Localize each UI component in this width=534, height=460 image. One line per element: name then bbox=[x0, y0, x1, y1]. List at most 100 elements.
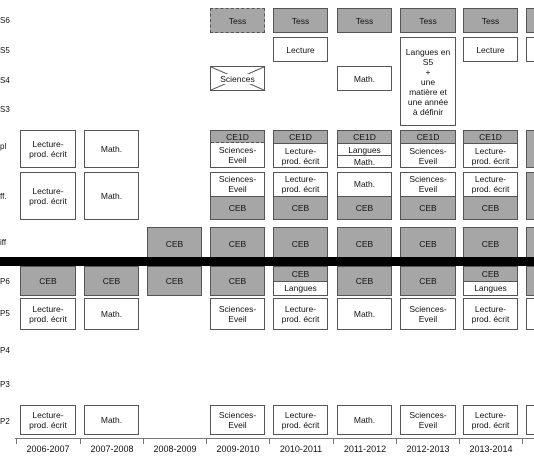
year-label-2013: 2013-2014 bbox=[469, 444, 513, 454]
cell-lecture-ceb: Lecture- prod. écrit CEB bbox=[273, 172, 328, 220]
axis-tick bbox=[459, 438, 460, 444]
year-label-2008: 2008-2009 bbox=[153, 444, 197, 454]
cell-ceb: CEB bbox=[210, 266, 265, 296]
axis-tick bbox=[396, 438, 397, 444]
cell-tess-cropped bbox=[526, 8, 534, 33]
row-label-s6: S6 bbox=[0, 16, 10, 25]
year-label-2010: 2010-2011 bbox=[279, 444, 323, 454]
cell-lecture-prod: Lecture- prod. écrit bbox=[273, 405, 328, 435]
axis-tick bbox=[206, 438, 207, 444]
row-label-s4: S4 bbox=[0, 76, 10, 85]
cell-cropped bbox=[526, 130, 534, 168]
cell-cropped bbox=[526, 405, 534, 435]
cell-cropped bbox=[526, 227, 534, 260]
axis-tick bbox=[16, 438, 17, 444]
cell-tess: Tess bbox=[337, 8, 392, 33]
ceb-label: CEB bbox=[211, 195, 264, 219]
cell-lecture: Lecture bbox=[273, 37, 328, 62]
cell-lecture-prod: Lecture- prod. écrit bbox=[463, 405, 518, 435]
year-label-2012: 2012-2013 bbox=[406, 444, 450, 454]
cell-sciences-eveil: Sciences- Eveil bbox=[210, 405, 265, 435]
cell-lecture-prod: Lecture- prod. écrit bbox=[463, 298, 518, 330]
cell-sciences-ceb: Sciences- Eveil CEB bbox=[210, 172, 265, 220]
ce1d-label: CE1D bbox=[401, 131, 455, 143]
cell-ce1d-sciences: CE1D Sciences- Eveil bbox=[400, 130, 456, 168]
cell-math: Math. bbox=[84, 298, 139, 330]
cell-cropped bbox=[526, 172, 534, 220]
row-label-ff: ff. bbox=[0, 192, 7, 201]
cell-sciences-eveil: Sciences- Eveil bbox=[210, 298, 265, 330]
row-label-s5: S5 bbox=[0, 46, 10, 55]
ce1d-label: CE1D bbox=[338, 131, 391, 143]
cell-ceb-langues: CEB Langues bbox=[463, 266, 518, 296]
cell-tess: Tess bbox=[210, 8, 265, 33]
row-label-s3: S3 bbox=[0, 105, 10, 114]
cell-lecture-prod: Lecture- prod. écrit bbox=[20, 298, 76, 330]
cell-ceb: CEB bbox=[84, 266, 139, 296]
axis-tick bbox=[333, 438, 334, 444]
cell-math: Math. bbox=[337, 66, 392, 91]
cell-math-ceb: Math. CEB bbox=[337, 172, 392, 220]
year-label-2009: 2009-2010 bbox=[216, 444, 260, 454]
cell-tess: Tess bbox=[400, 8, 456, 33]
math-label: Math. bbox=[353, 179, 376, 190]
cell-ce1d-lecture: CE1D Lecture- prod. écrit bbox=[463, 130, 518, 168]
cell-cropped bbox=[526, 266, 534, 296]
cell-lecture-ceb: Lecture- prod. écrit CEB bbox=[463, 172, 518, 220]
year-label-2011: 2011-2012 bbox=[343, 444, 387, 454]
year-axis-line bbox=[15, 438, 534, 439]
lecture-prod-label: Lecture- prod. écrit bbox=[471, 174, 510, 195]
cell-math: Math. bbox=[337, 298, 392, 330]
row-label-p2: P2 bbox=[0, 417, 10, 426]
cell-cropped bbox=[526, 37, 534, 62]
lecture-prod-label: Lecture- prod. écrit bbox=[464, 143, 517, 167]
sciences-eveil-label: Sciences- Eveil bbox=[218, 145, 257, 165]
cell-ceb: CEB bbox=[147, 266, 202, 296]
row-label-iff: iff bbox=[0, 238, 7, 247]
cell-ceb: CEB bbox=[273, 227, 328, 260]
ceb-label: CEB bbox=[274, 267, 327, 281]
ceb-label: CEB bbox=[338, 195, 391, 219]
row-label-p6: P6 bbox=[0, 277, 10, 286]
cell-sciences-ceb: Sciences- Eveil CEB bbox=[400, 172, 456, 220]
axis-tick bbox=[80, 438, 81, 444]
cell-ceb-langues: CEB Langues bbox=[273, 266, 328, 296]
cell-lecture: Lecture bbox=[463, 37, 518, 62]
cell-sciences-eveil: Sciences- Eveil bbox=[400, 298, 456, 330]
sciences-eveil-label: Sciences- Eveil bbox=[401, 143, 455, 167]
cell-lecture-prod: Lecture- prod. écrit bbox=[273, 298, 328, 330]
cell-lecture-prod: Lecture- prod. écrit bbox=[20, 405, 76, 435]
cell-ce1d-langues-math: CE1D Langues Math. bbox=[337, 130, 392, 168]
row-label-pl: pl bbox=[0, 142, 7, 151]
sciences-eveil-label: Sciences- Eveil bbox=[409, 174, 447, 195]
cell-ceb: CEB bbox=[337, 266, 392, 296]
math-label: Math. bbox=[338, 155, 391, 167]
cell-ceb: CEB bbox=[337, 227, 392, 260]
cell-ceb: CEB bbox=[210, 227, 265, 260]
langues-label: Langues bbox=[338, 143, 391, 155]
cell-math: Math. bbox=[84, 172, 139, 220]
cell-sciences-crossed: Sciences bbox=[210, 66, 265, 91]
row-label-p3: P3 bbox=[0, 380, 10, 389]
cell-math: Math. bbox=[84, 405, 139, 435]
cell-tess: Tess bbox=[273, 8, 328, 33]
langues-label: Langues bbox=[464, 280, 517, 296]
lecture-prod-label: Lecture- prod. écrit bbox=[274, 143, 327, 167]
ce1d-label: CE1D bbox=[464, 131, 517, 143]
cell-ceb: CEB bbox=[400, 227, 456, 260]
langues-label: Langues bbox=[274, 280, 327, 296]
cell-math: Math. bbox=[337, 405, 392, 435]
axis-tick bbox=[143, 438, 144, 444]
cell-lecture-prod: Lecture- prod. écrit bbox=[20, 172, 76, 220]
ceb-label: CEB bbox=[401, 195, 455, 219]
year-label-2007: 2007-2008 bbox=[90, 444, 134, 454]
sciences-eveil-label: Sciences- Eveil bbox=[218, 174, 257, 195]
lecture-prod-label: Lecture- prod. écrit bbox=[281, 174, 320, 195]
cell-ceb: CEB bbox=[20, 266, 76, 296]
primary-secondary-divider bbox=[0, 257, 534, 266]
cell-ceb: CEB bbox=[463, 227, 518, 260]
cell-ceb: CEB bbox=[147, 227, 202, 260]
cell-lecture-prod: Lecture- prod. écrit bbox=[20, 130, 76, 168]
cell-cropped bbox=[526, 298, 534, 330]
